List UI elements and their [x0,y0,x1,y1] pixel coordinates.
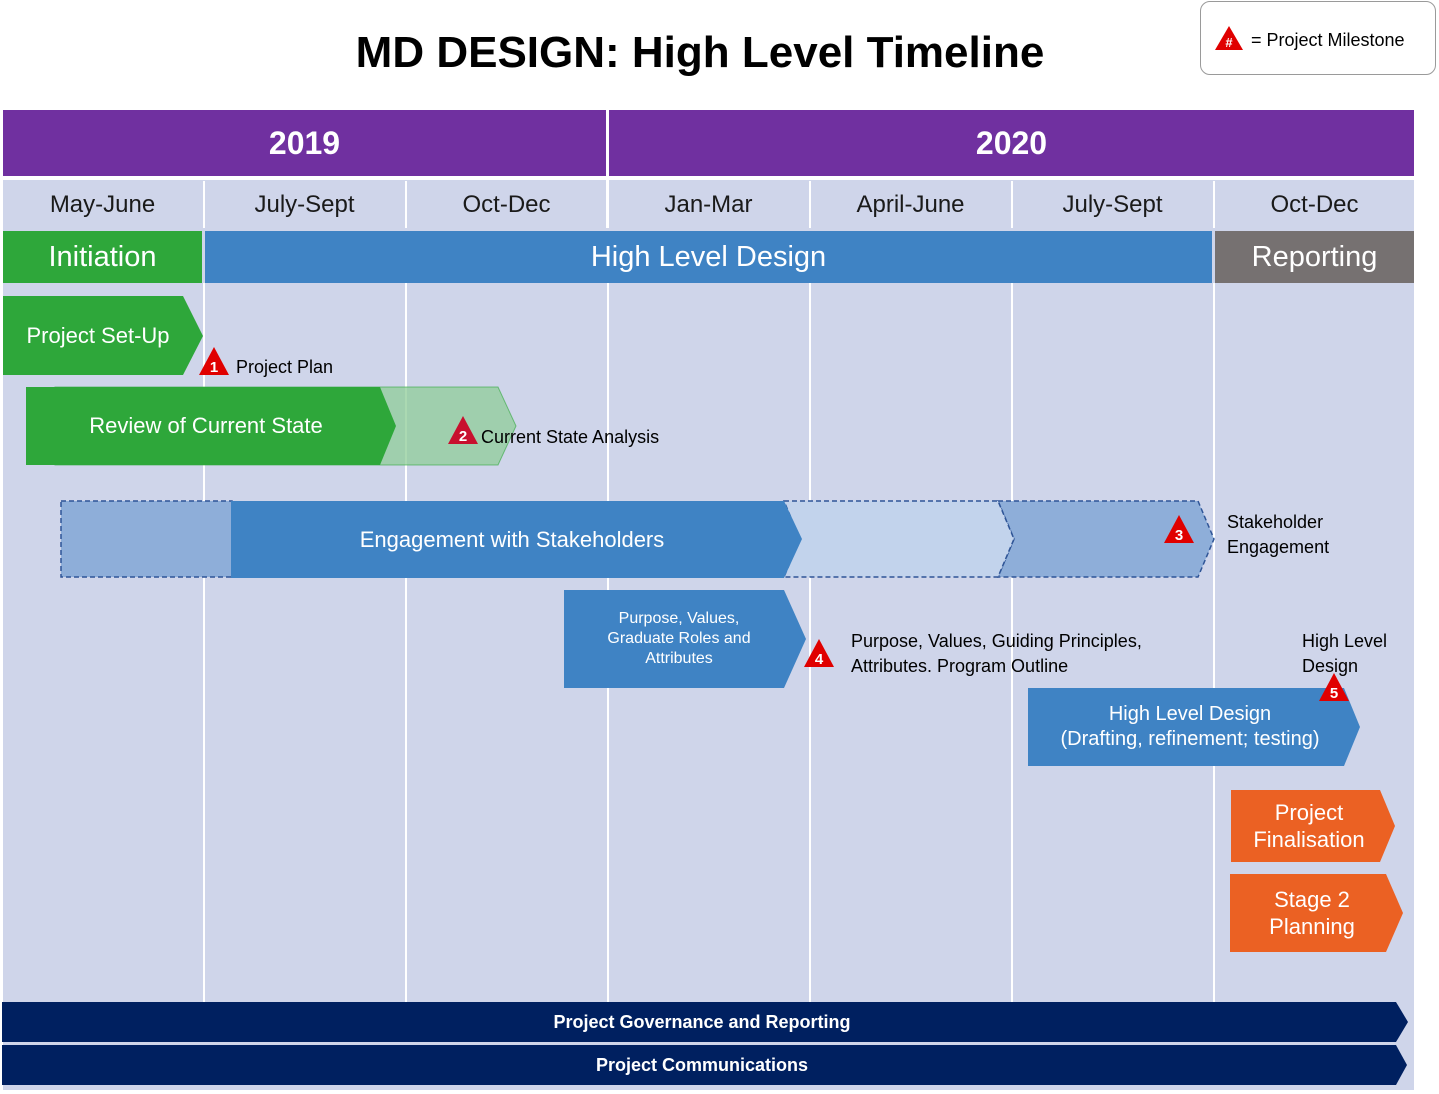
hld-drafting-label: High Level Design (Drafting, refinement;… [1028,688,1352,766]
milestone-1-label: Project Plan [236,357,334,377]
phase-high-level-design: High Level Design [205,231,1212,283]
grid-line [203,283,205,1003]
header-separator [3,176,1414,180]
milestone-4-label-line1: Purpose, Values, Guiding Principles, [851,631,1142,651]
engagement-label: Engagement with Stakeholders [359,526,665,552]
quarter-divider [405,181,407,228]
project-setup-label: Project Set-Up [26,322,170,348]
hld-drafting-line2: (Drafting, refinement; testing) [1060,728,1320,750]
governance-label: Project Governance and Reporting [553,1011,851,1032]
milestone-3-label-line2: Engagement [1227,537,1330,557]
quarter-header: April-June [811,181,1010,228]
milestone-2-icon: 2 [448,416,478,445]
quarter-divider [1213,181,1215,228]
year-divider [606,110,609,228]
svg-text:5: 5 [1330,685,1338,702]
grid-line [1213,283,1215,1003]
svg-text:1: 1 [210,359,218,376]
svg-text:4: 4 [815,651,824,668]
svg-text:3: 3 [1175,527,1183,544]
quarter-header: Oct-Dec [407,181,606,228]
milestone-4-label-line2: Attributes. Program Outline [851,656,1069,676]
quarter-header: Oct-Dec [1215,181,1414,228]
purpose-values-label: Purpose, Values, Graduate Roles and Attr… [607,610,751,667]
project-setup-bar [3,296,203,375]
governance-bar [2,1002,1408,1042]
grid-line [1011,283,1013,1003]
legend-text: = Project Milestone [1251,30,1405,50]
purpose-values-bar [564,590,806,688]
quarter-divider [809,181,811,228]
year-header-2019: 2019 [3,110,606,176]
grid-line [809,283,811,1003]
page-title: MD DESIGN: High Level Timeline [355,28,1045,77]
quarter-header: May-June [3,181,202,228]
phase-initiation: Initiation [3,231,202,283]
quarter-header: July-Sept [1013,181,1212,228]
legend: # = Project Milestone [1200,1,1436,75]
milestone-3-label-line1: Stakeholder [1227,512,1324,532]
legend-icon-glyph: # [1225,35,1233,50]
grid-line [405,283,407,1003]
finalisation-label: Project Finalisation [1253,799,1365,853]
year-header-2020: 2020 [609,110,1414,176]
stage2-label: Stage 2 Planning [1269,886,1355,940]
communications-label: Project Communications [595,1054,809,1075]
milestone-4-label: Purpose, Values, Guiding Principles, Att… [851,629,1142,679]
review-current-state-bar [26,387,396,465]
milestone-5-label: High Level Design [1302,629,1387,679]
milestone-2-label: Current State Analysis [481,427,660,447]
quarter-header: Jan-Mar [609,181,808,228]
milestone-5-label-line1: High Level [1302,631,1388,651]
hld-drafting-bar [1028,688,1360,766]
quarter-divider [203,181,205,228]
milestone-icon: # [1215,26,1243,50]
communications-bar [2,1045,1407,1085]
finalisation-bar [1231,790,1395,862]
milestone-5-label-line2: Design [1302,656,1359,676]
engagement-dashed-left [60,500,233,578]
quarter-divider [1011,181,1013,228]
engagement-solid-bar [231,501,802,578]
milestone-3-icon: 3 [1164,515,1194,544]
phase-reporting: Reporting [1215,231,1414,283]
hld-drafting-line1: High Level Design [1108,703,1272,725]
quarter-header: July-Sept [205,181,404,228]
stage2-bar [1230,874,1403,952]
milestone-3-label: Stakeholder Engagement [1227,510,1329,560]
svg-text:2: 2 [459,428,467,445]
milestone-4-icon: 4 [804,639,834,668]
milestone-1-icon: 1 [199,347,229,376]
review-current-state-label: Review of Current State [89,413,323,439]
milestone-5-icon: 5 [1319,673,1349,702]
engagement-light-middle [782,500,1015,578]
